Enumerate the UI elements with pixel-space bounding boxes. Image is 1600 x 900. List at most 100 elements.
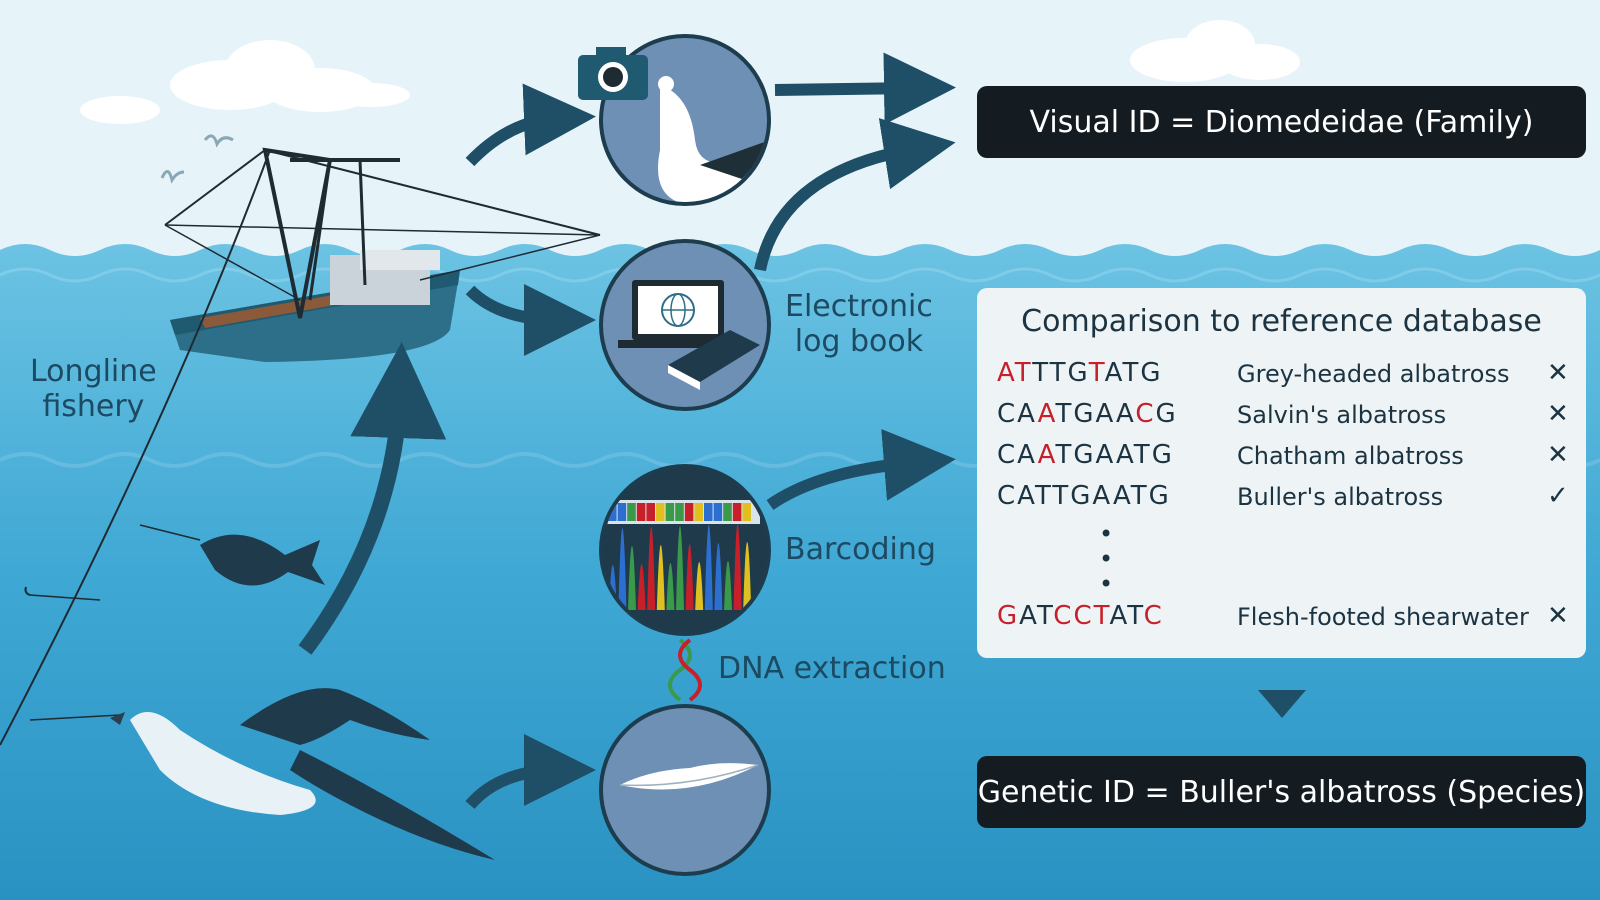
arrow xyxy=(766,428,956,510)
nucleotide: T xyxy=(1133,440,1152,470)
nucleotide: T xyxy=(1052,481,1071,511)
nucleotide: T xyxy=(1055,399,1074,429)
barcode-cell xyxy=(665,503,675,521)
nucleotide: G xyxy=(1073,440,1096,470)
barcode-cell xyxy=(694,503,703,521)
ellipsis-dot: • xyxy=(1099,545,1114,573)
flying-bird xyxy=(203,134,234,148)
fish-silhouette xyxy=(200,534,325,586)
nucleotide: A xyxy=(1017,481,1035,511)
fishing-boat xyxy=(164,147,601,362)
nucleotide: A xyxy=(1095,440,1117,470)
nucleotide: T xyxy=(1014,358,1033,388)
database-row: CATTGAATG Buller's albatross ✓ xyxy=(997,481,1577,521)
nucleotide: A xyxy=(1017,440,1038,470)
cloud xyxy=(1130,20,1300,82)
chromatogram-peak xyxy=(685,544,694,610)
barcode-cell xyxy=(684,503,694,521)
nucleotide: G xyxy=(1151,440,1174,470)
barcode-cell xyxy=(723,503,732,521)
barcode-peaks xyxy=(608,503,752,610)
arrow xyxy=(774,52,956,125)
nucleotide: C xyxy=(1135,399,1156,429)
chromatogram-peak xyxy=(695,562,704,610)
longline xyxy=(0,149,271,746)
database-title: Comparison to reference database xyxy=(1021,304,1542,339)
chromatogram-peak xyxy=(724,561,732,610)
book-icon xyxy=(668,330,760,382)
barcode-cell xyxy=(675,503,684,521)
nucleotide: T xyxy=(1130,481,1149,511)
dna-helix-icon xyxy=(668,638,702,702)
electronic-logbook-label: Electronic log book xyxy=(785,289,933,359)
chromatogram-peak xyxy=(656,545,665,610)
database-row: CAATGAACG Salvin's albatross ✕ xyxy=(997,399,1577,439)
nucleotide: T xyxy=(1049,358,1068,388)
barcode-cell xyxy=(617,503,627,521)
nucleotide: A xyxy=(1116,399,1136,429)
arrow xyxy=(298,342,447,655)
close-icon: ✕ xyxy=(1547,440,1569,470)
genetic-id-box: Genetic ID = Buller's albatross (Species… xyxy=(977,756,1586,828)
feather-circle xyxy=(599,704,771,876)
chromatogram-peak xyxy=(618,528,627,610)
arrow xyxy=(465,734,596,810)
sequence: CAATGAACG xyxy=(997,399,1178,429)
nucleotide: A xyxy=(1017,399,1038,429)
database-row: ATTTGTATG Grey-headed albatross ✕ xyxy=(997,358,1577,398)
close-icon: ✕ xyxy=(1547,399,1569,429)
reference-database-panel: Comparison to reference database ATTTGTA… xyxy=(977,288,1586,658)
nucleotide: T xyxy=(1032,358,1050,388)
chromatogram-peak xyxy=(676,526,684,610)
nucleotide: A xyxy=(1092,481,1113,511)
nucleotide: T xyxy=(1122,358,1141,388)
hooked-albatross xyxy=(110,688,495,860)
barcode-cell xyxy=(742,503,751,521)
chromatogram-peak xyxy=(743,542,752,610)
database-row: CAATGAATG Chatham albatross ✕ xyxy=(997,440,1577,480)
chromatogram-peak xyxy=(666,563,675,610)
barcode-cell xyxy=(627,503,636,521)
camera-icon xyxy=(578,47,648,100)
flying-bird xyxy=(160,170,185,184)
feather-icon xyxy=(620,763,758,790)
barcode-cell xyxy=(732,503,742,521)
hook xyxy=(24,586,31,596)
nucleotide: G xyxy=(1148,481,1171,511)
nucleotide: A xyxy=(1019,601,1037,631)
nucleotide: A xyxy=(1037,399,1056,429)
nucleotide: T xyxy=(1088,358,1105,388)
nucleotide: A xyxy=(1116,440,1134,470)
chromatogram-peak xyxy=(733,524,742,610)
nucleotide: T xyxy=(1127,601,1144,631)
cloud xyxy=(80,40,410,124)
nucleotide: A xyxy=(1112,481,1131,511)
chromatogram-peak xyxy=(637,564,646,610)
close-icon: ✕ xyxy=(1547,601,1569,631)
nucleotide: G xyxy=(997,601,1020,631)
barcode-cell xyxy=(646,503,655,521)
barcode-cell xyxy=(713,503,723,521)
species-name: Buller's albatross xyxy=(1237,483,1444,511)
sequence: CATTGAATG xyxy=(997,481,1171,511)
nucleotide: A xyxy=(1109,601,1128,631)
nucleotide: G xyxy=(1070,481,1093,511)
nucleotide: C xyxy=(1053,601,1074,631)
sequence: GATCCTATC xyxy=(997,601,1164,631)
barcode-cell xyxy=(656,503,665,521)
nucleotide: A xyxy=(1104,358,1123,388)
nucleotide: A xyxy=(1037,440,1056,470)
sequence: CAATGAATG xyxy=(997,440,1174,470)
barcoding-circle xyxy=(599,464,771,636)
nucleotide: T xyxy=(1055,440,1074,470)
species-name: Chatham albatross xyxy=(1237,442,1464,470)
check-icon: ✓ xyxy=(1547,481,1569,511)
ellipsis-dot: • xyxy=(1099,520,1114,548)
barcode-cell xyxy=(636,503,646,521)
database-row: GATCCTATC Flesh-footed shearwater ✕ xyxy=(997,601,1577,641)
arrow xyxy=(465,283,596,356)
nucleotide: T xyxy=(1093,601,1110,631)
chromatogram-peak xyxy=(647,527,656,610)
arrow xyxy=(465,83,596,167)
